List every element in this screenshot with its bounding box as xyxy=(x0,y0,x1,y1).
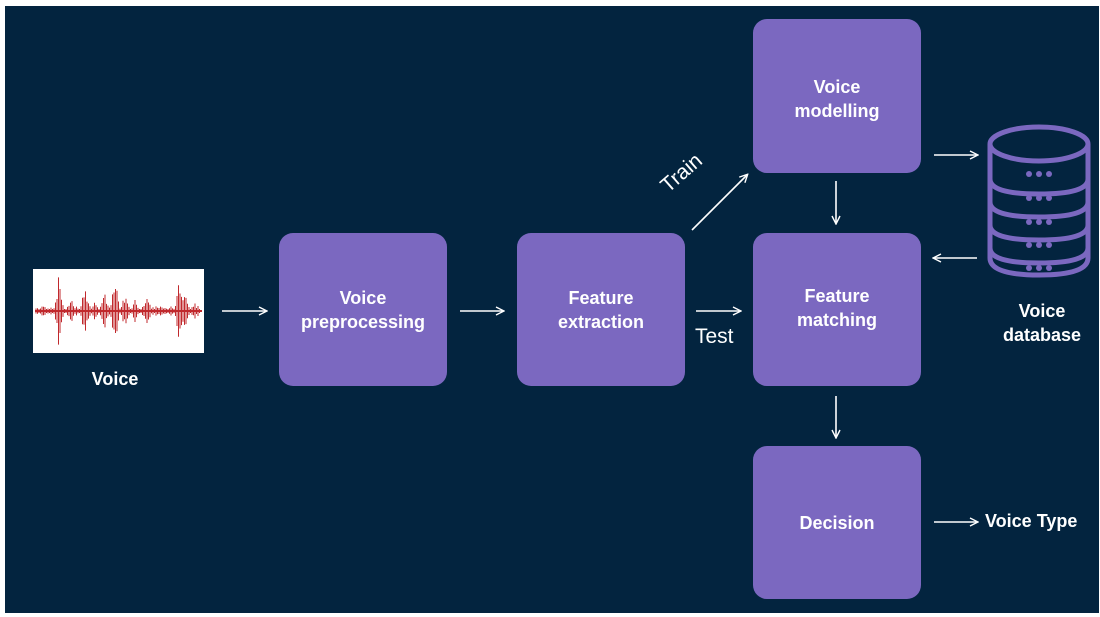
modelling-line-1: Voice xyxy=(813,77,861,97)
preprocessing-line-1: Voice xyxy=(339,287,387,308)
voice-waveform-image xyxy=(33,269,204,353)
matching-line-2: matching xyxy=(796,310,877,330)
test-label: Test xyxy=(695,325,734,348)
feature-matching-box: Feature matching xyxy=(753,233,921,386)
modelling-line-2: modelling xyxy=(794,101,880,121)
decision-label: Decision xyxy=(799,512,875,533)
voice-database-label: Voice database xyxy=(982,299,1100,347)
preprocessing-line-2: preprocessing xyxy=(300,311,426,332)
waveform-icon xyxy=(35,277,202,345)
voice-preprocessing-box: Voice preprocessing xyxy=(279,233,447,386)
feature-extraction-box: Feature extraction xyxy=(517,233,685,386)
arrow-extraction-to-modelling-train xyxy=(691,175,747,231)
matching-line-1: Feature xyxy=(804,286,870,306)
voice-modelling-box: Voice modelling xyxy=(753,19,921,173)
database-icon xyxy=(987,124,1091,278)
database-line-2: database xyxy=(1002,325,1082,345)
extraction-line-1: Feature xyxy=(568,287,634,308)
decision-box: Decision xyxy=(753,446,921,599)
voice-type-label: Voice Type xyxy=(985,511,1078,531)
database-line-1: Voice xyxy=(1018,301,1066,321)
extraction-line-2: extraction xyxy=(557,311,645,332)
voice-input-label: Voice xyxy=(91,369,139,389)
